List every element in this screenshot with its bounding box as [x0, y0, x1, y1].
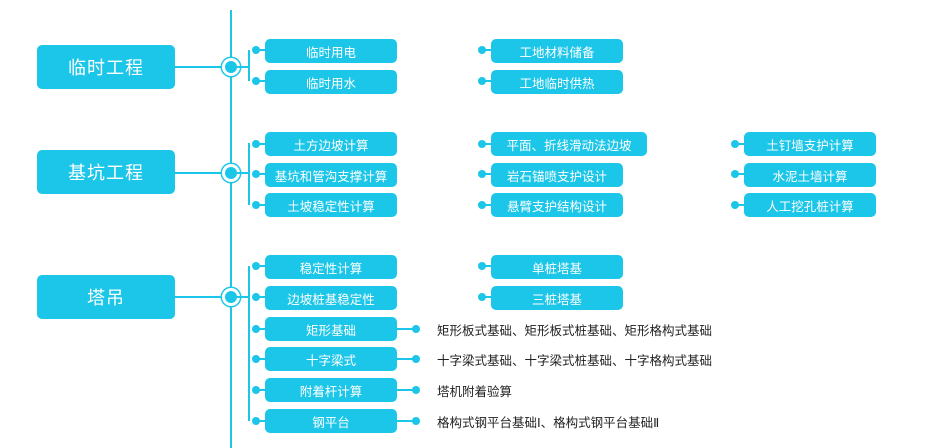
- connector: [258, 328, 266, 330]
- node-dot: [478, 140, 486, 148]
- connector: [737, 173, 745, 175]
- connector: [737, 204, 745, 206]
- connector: [397, 358, 415, 360]
- node-dot: [731, 170, 739, 178]
- item-crane-cross-beam[interactable]: 十字梁式: [265, 347, 397, 371]
- connector: [484, 143, 492, 145]
- item-pit-rock-anchor[interactable]: 岩石锚喷支护设计: [491, 163, 623, 187]
- note-attach-rod: 塔机附着验算: [437, 383, 513, 399]
- node-dot: [252, 417, 260, 425]
- category-temporary-works[interactable]: 临时工程: [37, 45, 175, 89]
- node-dot: [252, 386, 260, 394]
- connector: [258, 389, 266, 391]
- node-dot: [731, 201, 739, 209]
- node-dot: [252, 46, 260, 54]
- item-crane-slope-pile[interactable]: 边坡桩基稳定性: [265, 286, 397, 310]
- node-dot: [252, 140, 260, 148]
- item-crane-rect-foundation[interactable]: 矩形基础: [265, 317, 397, 341]
- connector: [232, 296, 248, 298]
- node-dot: [252, 293, 260, 301]
- node-dot: [252, 355, 260, 363]
- node-dot: [412, 386, 420, 394]
- node-dot: [478, 46, 486, 54]
- item-crane-three-pile[interactable]: 三桩塔基: [491, 286, 623, 310]
- connector: [258, 173, 266, 175]
- connector: [258, 204, 266, 206]
- connector: [175, 66, 230, 68]
- category-foundation-pit[interactable]: 基坑工程: [37, 150, 175, 194]
- item-crane-stability[interactable]: 稳定性计算: [265, 255, 397, 279]
- connector: [232, 66, 248, 68]
- item-crane-single-pile[interactable]: 单桩塔基: [491, 255, 623, 279]
- node-dot: [252, 325, 260, 333]
- node-dot: [252, 77, 260, 85]
- connector: [175, 296, 230, 298]
- connector: [258, 420, 266, 422]
- node-dot: [478, 262, 486, 270]
- item-pit-trench-support[interactable]: 基坑和管沟支撑计算: [265, 163, 397, 187]
- connector: [484, 49, 492, 51]
- item-crane-attach-rod[interactable]: 附着杆计算: [265, 378, 397, 402]
- item-temp-storage[interactable]: 工地材料储备: [491, 39, 623, 63]
- node-dot: [731, 140, 739, 148]
- connector: [175, 172, 230, 174]
- node-dot: [478, 170, 486, 178]
- note-cross-beam: 十字梁式基础、十字梁式桩基础、十字格构式基础: [437, 352, 713, 368]
- item-pit-cement-wall[interactable]: 水泥土墙计算: [744, 163, 876, 187]
- connector: [484, 173, 492, 175]
- connector: [484, 80, 492, 82]
- item-pit-cantilever[interactable]: 悬臂支护结构设计: [491, 193, 623, 217]
- connector: [737, 143, 745, 145]
- node-dot: [478, 293, 486, 301]
- connector: [484, 265, 492, 267]
- branch-bracket: [248, 143, 250, 205]
- connector: [484, 204, 492, 206]
- node-dot: [412, 325, 420, 333]
- category-tower-crane[interactable]: 塔吊: [37, 275, 175, 319]
- item-pit-manual-pile[interactable]: 人工挖孔桩计算: [744, 193, 876, 217]
- branch-bracket: [248, 266, 250, 421]
- connector: [258, 143, 266, 145]
- item-pit-soil-nail[interactable]: 土钉墙支护计算: [744, 132, 876, 156]
- branch-bracket: [248, 50, 250, 81]
- main-spine: [230, 10, 232, 448]
- item-crane-steel-platform[interactable]: 钢平台: [265, 409, 397, 433]
- item-pit-slope-stability[interactable]: 土坡稳定性计算: [265, 193, 397, 217]
- item-temp-heating[interactable]: 工地临时供热: [491, 70, 623, 94]
- note-rect-foundation: 矩形板式基础、矩形板式桩基础、矩形格构式基础: [437, 322, 713, 338]
- node-dot: [252, 170, 260, 178]
- connector: [258, 358, 266, 360]
- item-temp-electricity[interactable]: 临时用电: [265, 39, 397, 63]
- node-dot: [252, 262, 260, 270]
- node-dot: [412, 355, 420, 363]
- connector: [232, 172, 248, 174]
- connector: [258, 296, 266, 298]
- item-temp-water[interactable]: 临时用水: [265, 70, 397, 94]
- connector: [484, 296, 492, 298]
- node-dot: [252, 201, 260, 209]
- connector: [258, 49, 266, 51]
- hub-node: [225, 167, 237, 179]
- node-dot: [412, 417, 420, 425]
- item-pit-slope-calc[interactable]: 土方边坡计算: [265, 132, 397, 156]
- connector: [258, 80, 266, 82]
- hub-node: [225, 61, 237, 73]
- node-dot: [478, 201, 486, 209]
- connector: [397, 328, 415, 330]
- connector: [397, 420, 415, 422]
- connector: [397, 389, 415, 391]
- note-steel-platform: 格构式钢平台基础Ⅰ、格构式钢平台基础Ⅱ: [437, 414, 660, 430]
- hub-node: [225, 291, 237, 303]
- item-pit-plane-fold-slope[interactable]: 平面、折线滑动法边坡: [491, 132, 647, 156]
- connector: [258, 265, 266, 267]
- node-dot: [478, 77, 486, 85]
